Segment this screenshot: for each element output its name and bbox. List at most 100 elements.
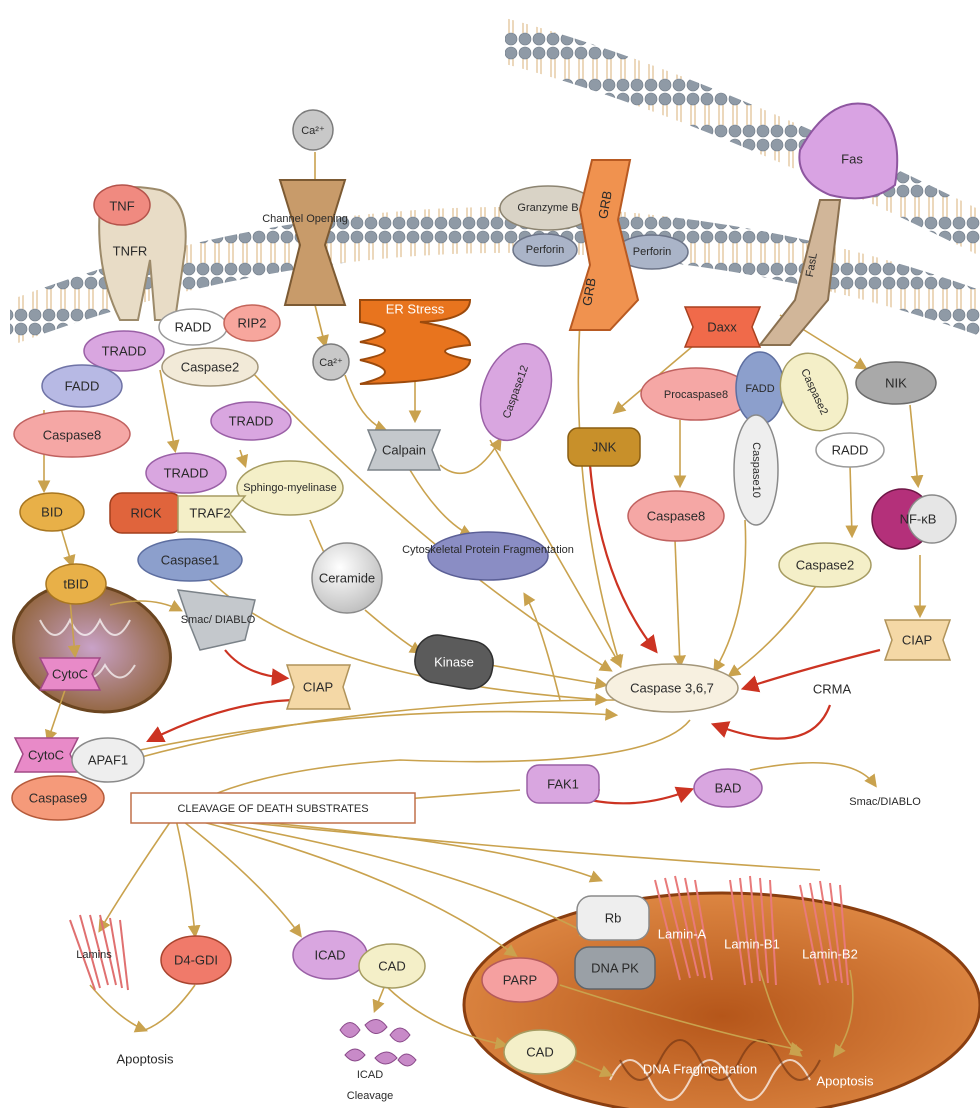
tradd-2-label: TRADD — [229, 413, 274, 428]
node-bad: BAD — [693, 768, 763, 808]
node-d4gdi: D4-GDI — [160, 935, 232, 985]
nik-label: NIK — [885, 375, 907, 390]
node-ceramide: Ceramide — [311, 542, 383, 614]
fadd-right-label: FADD — [745, 383, 774, 395]
node-procaspase8: Procaspase8 — [640, 367, 752, 421]
granzyme-label: Granzyme B — [517, 202, 578, 214]
node-caspase9: Caspase9 — [11, 775, 105, 821]
node-caspase8-right: Caspase8 — [627, 490, 725, 542]
node-caspase10: Caspase10 — [733, 414, 779, 526]
procaspase8-label: Procaspase8 — [664, 389, 728, 401]
crma-label: CRMA — [813, 681, 852, 696]
grb-bottom-label: GRB — [579, 277, 599, 307]
granzyme-perforin-complex: Granzyme B Perforin Perforin GRB GRB — [499, 159, 689, 331]
calpain-label: Calpain — [382, 442, 426, 457]
cad-bottom-label: CAD — [526, 1044, 553, 1059]
cleavage-box: CLEAVAGE OF DEATH SUBSTRATES — [130, 792, 416, 824]
tradd-1-label: TRADD — [102, 343, 147, 358]
er-stress-label: ER Stress — [386, 301, 445, 316]
cytoc-mito-label: CytoC — [52, 666, 88, 681]
ca-ion-top-label: Ca²⁺ — [301, 125, 325, 137]
fas-stalk-label: FasL — [804, 252, 820, 278]
tbid-label: tBID — [63, 576, 88, 591]
node-laminins: Lamins — [69, 914, 129, 991]
node-caspase12: Caspase12 — [479, 342, 553, 442]
cleavage-box-label: CLEAVAGE OF DEATH SUBSTRATES — [177, 803, 368, 815]
fak1-label: FAK1 — [547, 776, 579, 791]
node-icad-fragments: ICAD Cleavage — [339, 1019, 417, 1102]
node-kinase: Kinase — [414, 634, 494, 690]
rb-label: Rb — [605, 910, 622, 925]
smac-bottom-label: Smac/DIABLO — [849, 796, 921, 808]
node-rb: Rb — [576, 895, 650, 941]
tnfr-label: TNFR — [113, 243, 148, 258]
node-bid: BID — [19, 492, 85, 532]
cell-membrane — [10, 206, 980, 346]
radd-right-label: RADD — [832, 442, 869, 457]
inhibition-arrows — [146, 464, 881, 805]
node-fadd-left: FADD — [41, 364, 123, 408]
node-lamin-a: Lamin-A — [654, 875, 713, 981]
node-ciap-right: CIAP — [883, 619, 952, 661]
smac-diablo-label: Smac/ DIABLO — [181, 614, 256, 626]
node-lamin-b1: Lamin-B1 — [724, 875, 780, 986]
node-radd-right: RADD — [815, 432, 885, 468]
node-caspase367: Caspase 3,6,7 — [605, 663, 739, 713]
traf2-label: TRAF2 — [189, 505, 230, 520]
node-cytoc-mito: CytoC — [38, 657, 102, 691]
grb-top-label: GRB — [595, 190, 615, 220]
node-caspase2-right: Caspase2 — [779, 352, 849, 432]
fas-label: Fas — [841, 151, 863, 166]
caspase10-label: Caspase10 — [750, 442, 762, 498]
caspase2-left-label: Caspase2 — [181, 359, 240, 374]
cleavage-icad-label: Cleavage — [347, 1090, 393, 1102]
radd-left-label: RADD — [175, 319, 212, 334]
node-dnapk: DNA PK — [574, 946, 656, 990]
node-smac-diablo: Smac/ DIABLO — [176, 589, 256, 651]
node-nik: NIK — [855, 361, 937, 405]
rick-label: RICK — [130, 505, 161, 520]
caspase2-low-label: Caspase2 — [796, 557, 855, 572]
node-lamin-b2: Lamin-B2 — [799, 880, 858, 986]
ciap-right-label: CIAP — [902, 632, 932, 647]
node-caspase2-left: Caspase2 — [161, 347, 259, 387]
node-tradd-2: TRADD — [210, 401, 292, 441]
kinase-label: Kinase — [434, 654, 474, 669]
caspase8-left-label: Caspase8 — [43, 427, 102, 442]
caspase367-label: Caspase 3,6,7 — [630, 680, 714, 695]
node-fak1: FAK1 — [526, 764, 600, 804]
node-tradd-3: TRADD — [145, 452, 227, 494]
rip2-label: RIP2 — [238, 315, 267, 330]
cad-top-label: CAD — [378, 958, 405, 973]
parp-label: PARP — [503, 972, 537, 987]
node-tradd-1: TRADD — [83, 330, 165, 372]
node-caspase8-left: Caspase8 — [13, 410, 131, 458]
node-cytoskeletal: Cytoskeletal Protein Fragmentation — [402, 531, 574, 581]
bad-label: BAD — [715, 780, 742, 795]
caspase8-right-label: Caspase8 — [647, 508, 706, 523]
node-cad-top: CAD — [358, 943, 426, 989]
nfkb-label: NF-κB — [900, 511, 937, 526]
node-tbid: tBID — [45, 563, 107, 605]
tnf-ligand: TNF — [93, 184, 151, 226]
node-parp: PARP — [481, 957, 559, 1003]
node-caspase2-low: Caspase2 — [778, 542, 872, 588]
fas-receptor: Fas FasL — [757, 102, 899, 346]
node-rick: RICK — [109, 492, 183, 534]
node-nfkb: NF-κB — [871, 488, 957, 550]
dna-frag-label: DNA Fragmentation — [643, 1061, 757, 1076]
calcium-channel: Ca²⁺ Channel Opening Ca²⁺ — [262, 109, 350, 381]
node-sphingomyelinase: Sphingo-myelinase — [236, 460, 344, 516]
node-er-stress: ER Stress — [359, 299, 472, 385]
node-traf2: TRAF2 — [177, 495, 247, 533]
apaf1-label: APAF1 — [88, 752, 128, 767]
tradd-3-label: TRADD — [164, 465, 209, 480]
lamin-b2-label: Lamin-B2 — [802, 946, 858, 961]
node-fadd-right: FADD — [735, 351, 785, 425]
cytoc-apaf-label: CytoC — [28, 747, 64, 762]
channel-label: Channel Opening — [262, 213, 348, 225]
node-cytoc-apaf: CytoC — [13, 737, 80, 773]
caspase1-label: Caspase1 — [161, 552, 220, 567]
